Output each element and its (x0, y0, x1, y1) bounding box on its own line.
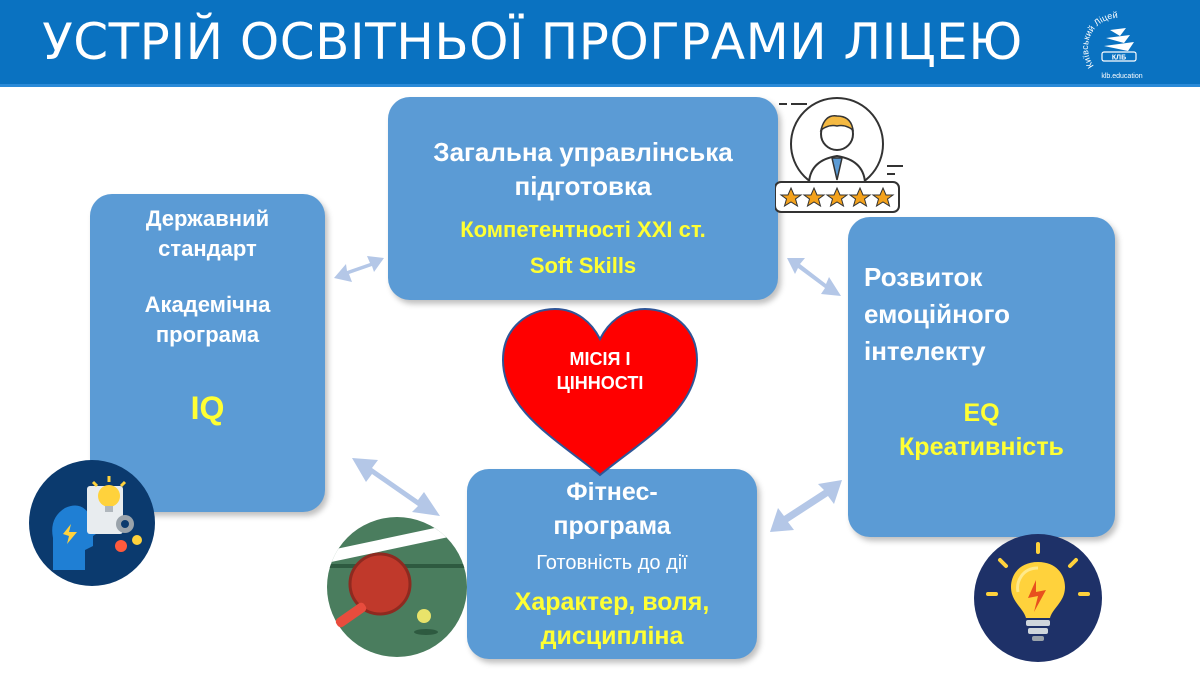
box-emotional-intelligence: Розвиток емоційного інтелекту EQ Креатив… (848, 217, 1115, 537)
box-fitness-program: Фітнес- програма Готовність до дії Харак… (467, 469, 757, 659)
box-state-standard: Державний стандарт Академічна програма I… (90, 194, 325, 512)
bottom-subtitle: Готовність до дії (536, 552, 688, 574)
bottom-highlight2: дисципліна (540, 622, 684, 650)
arrow-bottom-right (770, 480, 842, 532)
left-highlight: IQ (190, 390, 225, 426)
bottom-line1: Фітнес- (566, 478, 658, 506)
top-line2: підготовка (514, 171, 652, 201)
right-line1: Розвиток (864, 262, 983, 292)
lightbulb-icon (974, 534, 1102, 662)
left-line1: Державний (145, 206, 270, 231)
right-line3: інтелекту (864, 336, 986, 366)
ping-pong-icon (327, 517, 467, 657)
arrow-left-bottom (352, 458, 440, 516)
right-highlight2: Креативність (899, 433, 1064, 461)
right-line2: емоційного (864, 299, 1011, 329)
left-line4: програма (155, 322, 260, 347)
lyceum-logo: Київський Ліцей Бізнесу КЛБ klb.educatio… (1080, 6, 1143, 80)
heart-line2: ЦІННОСТІ (556, 373, 644, 393)
arrow-top-right (787, 258, 841, 296)
top-highlight2: Soft Skills (529, 253, 637, 278)
top-line1: Загальна управлінська (433, 137, 733, 167)
page-title: УСТРІЙ ОСВІТНЬОЇ ПРОГРАМИ ЛІЦЕЮ (42, 13, 1023, 71)
svg-text:klb.education: klb.education (1101, 73, 1142, 80)
left-line3: Академічна (144, 292, 271, 317)
heart-icon (501, 307, 699, 477)
left-line2: стандарт (158, 236, 257, 261)
mission-heart: МІСІЯ І ЦІННОСТІ (497, 305, 703, 480)
header-bar: УСТРІЙ ОСВІТНЬОЇ ПРОГРАМИ ЛІЦЕЮ Київськи… (0, 0, 1200, 87)
bottom-highlight1: Характер, воля, (514, 588, 710, 616)
businessman-rating-icon (775, 97, 903, 213)
heart-line1: МІСІЯ І (569, 349, 631, 369)
box-management-training: Загальна управлінська підготовка Компете… (388, 97, 778, 300)
top-highlight1: Компетентності XXI ст. (460, 217, 706, 242)
bottom-line2: програма (553, 512, 671, 540)
brain-idea-icon (29, 460, 155, 586)
svg-text:КЛБ: КЛБ (1112, 55, 1126, 62)
heart-label: МІСІЯ І ЦІННОСТІ (497, 347, 703, 395)
arrow-left-top (334, 256, 384, 282)
right-highlight1: EQ (963, 399, 1000, 427)
